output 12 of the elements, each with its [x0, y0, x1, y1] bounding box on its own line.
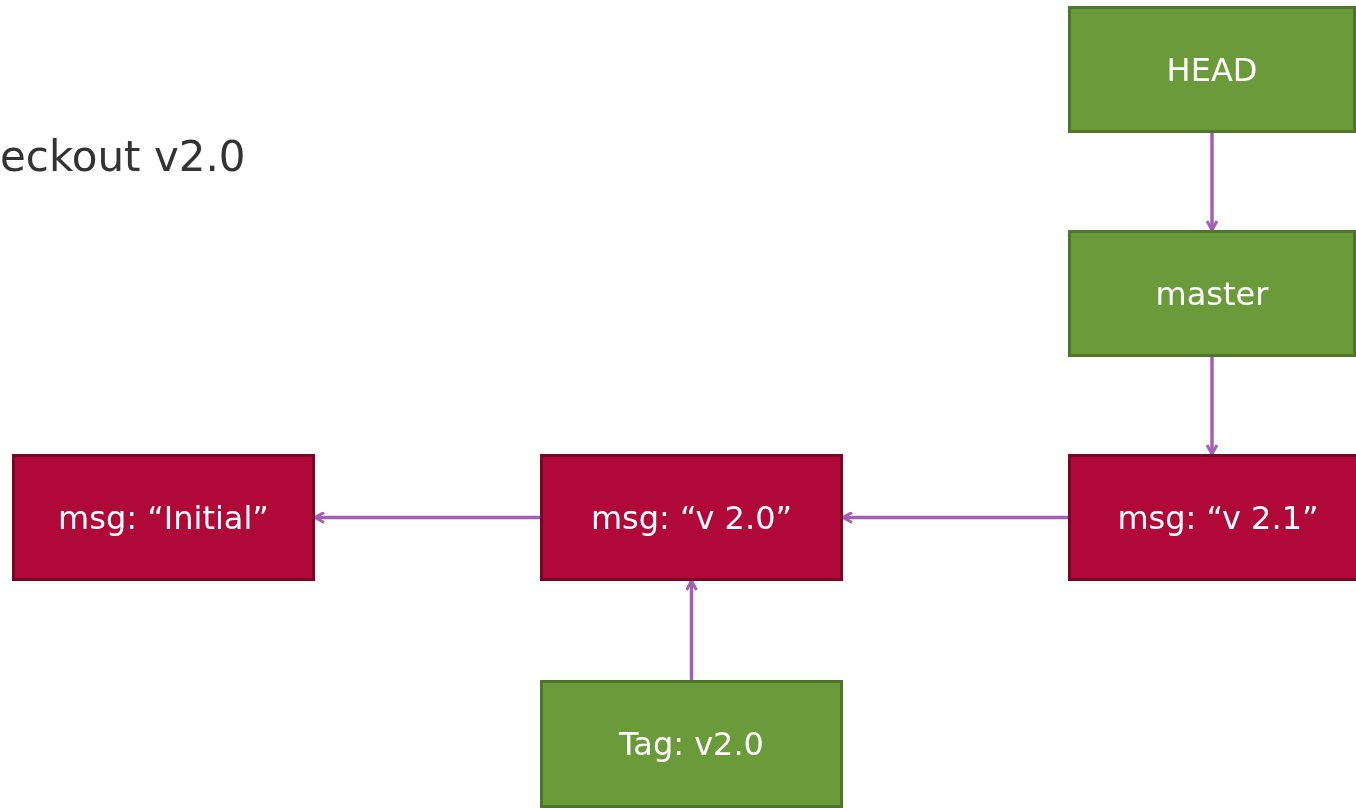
- arrow: [313, 511, 540, 524]
- commit-box: msg: “Initial”: [12, 454, 315, 581]
- command-text: eckout v2.0: [0, 132, 246, 181]
- ref-box: Tag: v2.0: [540, 680, 843, 808]
- commit-box: msg: “v 2.0”: [540, 454, 843, 581]
- ref-box: master: [1068, 230, 1356, 357]
- arrow: [1205, 133, 1219, 232]
- arrow: [685, 579, 698, 680]
- commit-box: msg: “v 2.1”: [1068, 454, 1356, 581]
- ref-box: HEAD: [1068, 6, 1356, 133]
- arrow: [1205, 357, 1219, 456]
- arrow: [841, 511, 1068, 524]
